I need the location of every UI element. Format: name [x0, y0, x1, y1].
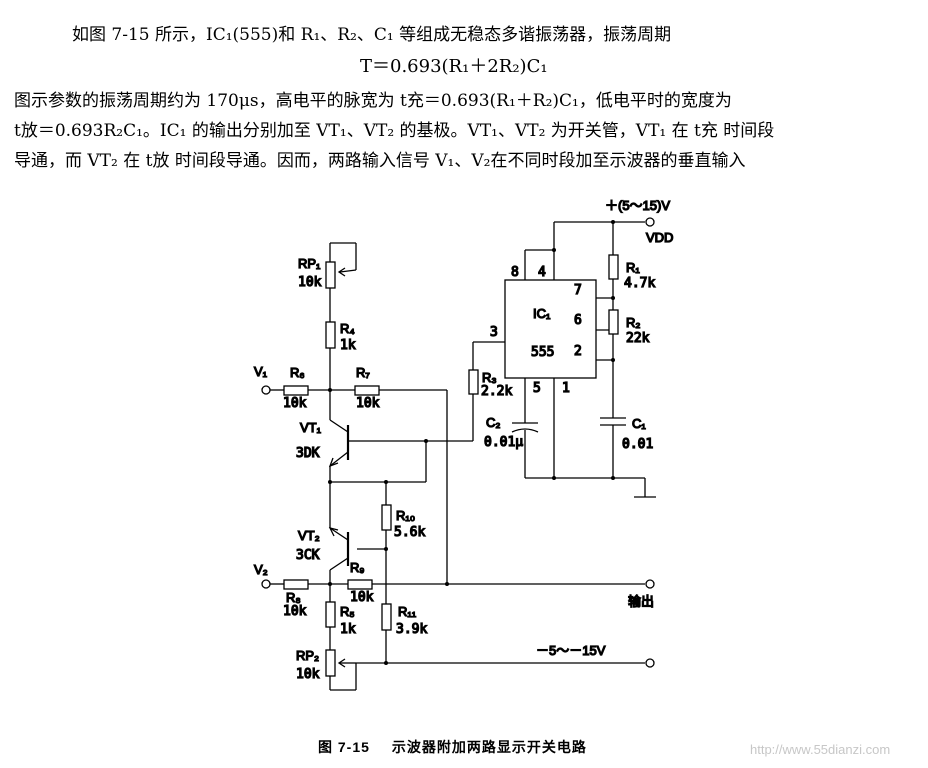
pin-3-label: 3 — [490, 325, 498, 340]
r2-resistor — [608, 309, 619, 335]
r6-resistor — [283, 385, 309, 396]
r7-ref: R₇ — [356, 365, 370, 380]
output-terminal — [645, 579, 655, 589]
pin-1-label: 1 — [562, 381, 570, 396]
pin-4-label: 4 — [538, 265, 546, 280]
pin-7-label: 7 — [574, 283, 582, 298]
ic1-555-chip — [504, 279, 597, 379]
r5-resistor — [325, 601, 336, 628]
supply-terminal — [645, 217, 655, 227]
figure-title: 示波器附加两路显示开关电路 — [391, 739, 587, 755]
r3-resistor — [468, 369, 479, 395]
negative-supply-label: －5～－15V — [536, 643, 606, 658]
v2-label: V₂ — [254, 562, 268, 577]
r2-value: 22k — [626, 331, 650, 346]
r3-value: 2.2k — [481, 384, 512, 399]
supply-label: ＋(5～15)V — [605, 198, 670, 213]
r6-value: 10k — [283, 396, 307, 411]
r7-value: 10k — [356, 396, 380, 411]
c2-value: 0.01μ — [484, 435, 523, 450]
v1-label: V₁ — [254, 364, 268, 379]
vdd-label: VDD — [646, 230, 673, 245]
ic1-name: IC₁ — [533, 306, 551, 321]
c1-value: 0.01 — [622, 437, 653, 452]
r9-ref: R₉ — [350, 560, 365, 575]
c2-ref: C₂ — [486, 415, 500, 430]
vt1-value: 3DK — [296, 446, 320, 461]
r1-value: 4.7k — [624, 276, 655, 291]
r10-ref: R₁₀ — [396, 508, 415, 523]
rp1-value: 10k — [298, 275, 322, 290]
r8-ref: R₈ — [286, 590, 301, 605]
figure-number: 图 7-15 — [318, 739, 370, 755]
pin-8-label: 8 — [511, 265, 519, 280]
v2-input-terminal — [261, 579, 271, 589]
v1-input-terminal — [261, 385, 271, 395]
watermark: http://www.55dianzi.com — [750, 742, 891, 757]
pin-2-label: 2 — [574, 344, 582, 359]
pin-6-label: 6 — [574, 313, 582, 328]
figure-caption: 图 7-15 示波器附加两路显示开关电路 — [318, 737, 587, 757]
circuit-diagram: ＋(5～15)V VDD IC₁ 555 8 4 7 6 2 3 5 1 R₁ … — [253, 197, 674, 691]
r4-ref: R₄ — [340, 321, 355, 336]
rp2-value: 10k — [296, 667, 320, 682]
r8-value: 10k — [283, 604, 307, 619]
paragraph-2-line-1: 图示参数的振荡周期约为 170μs，高电平的脉宽为 t充＝0.693(R₁＋R₂… — [14, 91, 732, 111]
vt1-ref: VT₁ — [300, 420, 322, 435]
c1-ref: C₁ — [632, 416, 646, 431]
r8-resistor — [283, 579, 309, 590]
r9-value: 10k — [350, 590, 374, 605]
ic1-type: 555 — [531, 345, 554, 360]
paragraph-2: 图示参数的振荡周期约为 170μs，高电平的脉宽为 t充＝0.693(R₁＋R₂… — [14, 86, 914, 176]
r1-ref: R₁ — [626, 260, 640, 275]
r4-resistor — [325, 321, 336, 349]
r5-value: 1k — [340, 622, 356, 637]
paragraph-1: 如图 7-15 所示，IC₁(555)和 R₁、R₂、C₁ 等组成无稳态多谐振荡… — [72, 25, 672, 45]
r2-ref: R₂ — [626, 315, 640, 330]
paragraph-2-line-2: t放＝0.693R₂C₁。IC₁ 的输出分别加至 VT₁、VT₂ 的基极。VT₁… — [14, 121, 775, 141]
r3-ref: R₃ — [482, 370, 497, 385]
r6-ref: R₆ — [290, 365, 305, 380]
rp1-ref: RP₁ — [298, 256, 321, 271]
period-formula: T＝0.693(R₁＋2R₂)C₁ — [360, 56, 548, 77]
rp2-ref: RP₂ — [296, 648, 319, 663]
r11-resistor — [381, 603, 392, 631]
vt2-ref: VT₂ — [298, 528, 320, 543]
r4-value: 1k — [340, 338, 356, 353]
paragraph-2-line-3: 导通，而 VT₂ 在 t放 时间段导通。因而，两路输入信号 V₁、V₂在不同时段… — [14, 151, 746, 171]
r7-resistor — [354, 385, 380, 396]
r10-value: 5.6k — [394, 525, 425, 540]
pin-5-label: 5 — [533, 381, 541, 396]
rp2-potentiometer — [325, 649, 336, 677]
vt2-value: 3CK — [296, 548, 320, 563]
r9-resistor — [347, 579, 373, 590]
r11-ref: R₁₁ — [398, 604, 417, 619]
r5-ref: R₅ — [340, 604, 355, 619]
r1-resistor — [608, 254, 619, 280]
negative-supply-terminal — [645, 658, 655, 668]
r10-resistor — [381, 504, 392, 531]
rp1-potentiometer — [325, 261, 336, 289]
r11-value: 3.9k — [396, 622, 427, 637]
output-label: 输出 — [628, 594, 654, 609]
